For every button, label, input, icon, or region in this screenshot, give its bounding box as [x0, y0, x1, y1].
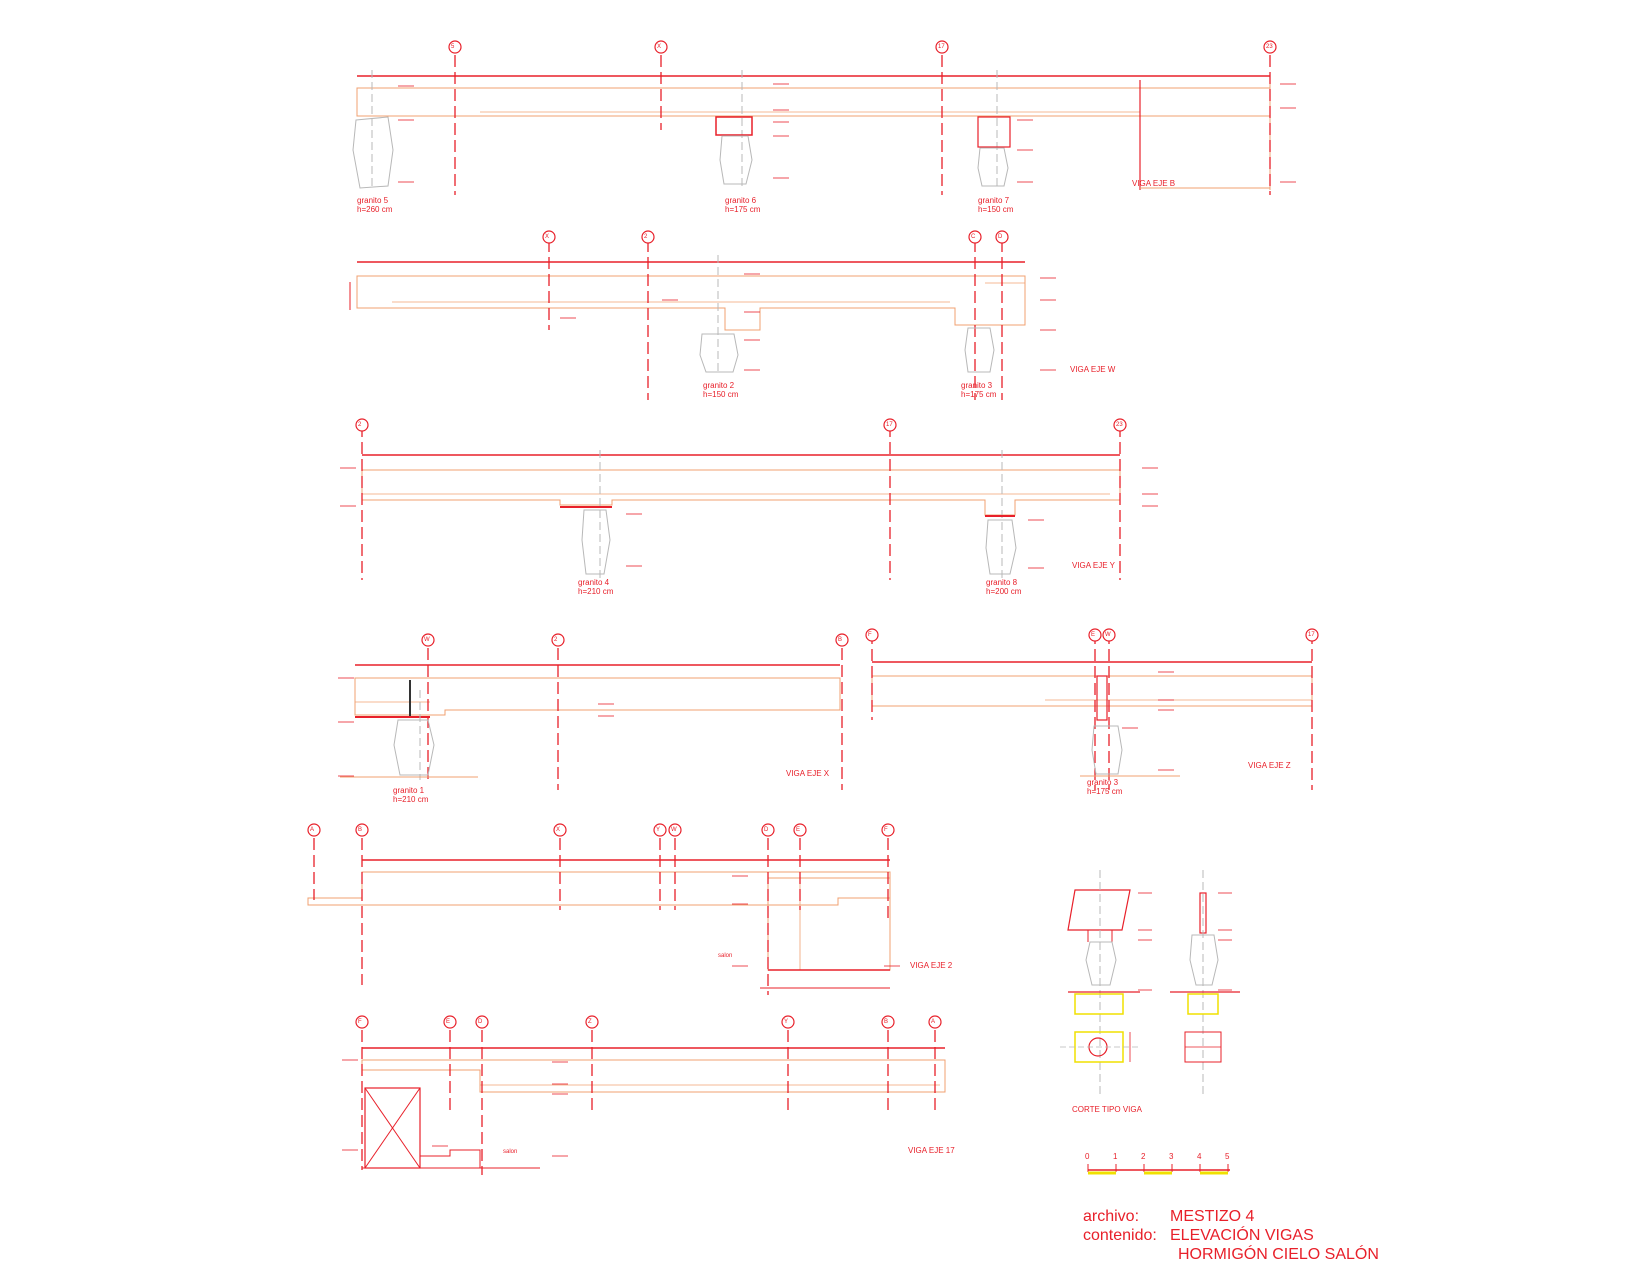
- beam-y-axis-2: 17: [886, 422, 893, 428]
- beam-2-axis-7: E: [796, 827, 801, 833]
- beam-2-axis-8: F: [884, 827, 888, 833]
- beam-17-note: salon: [503, 1149, 518, 1155]
- beam-z-axis-2: E: [1091, 632, 1096, 638]
- title-block-file-value: MESTIZO 4: [1170, 1208, 1255, 1225]
- beam-w-axis-3: C: [971, 234, 976, 240]
- beam-2-axis-3: X: [556, 827, 561, 833]
- beam-2-axis-5: W: [671, 827, 677, 833]
- beam-elevation-b: [352, 40, 1296, 195]
- beam-z-axis-3: W: [1105, 632, 1111, 638]
- beam-w-granite-2-height: h=175 cm: [961, 390, 997, 399]
- beam-2-note: salon: [718, 953, 733, 959]
- beam-y-axis-1: 2: [358, 422, 362, 428]
- beam-2-axis-6: D: [764, 827, 769, 833]
- section-title: CORTE TIPO VIGA: [1072, 1105, 1142, 1114]
- beam-2-axis-4: Y: [656, 827, 661, 833]
- title-block-content-line-1: ELEVACIÓN VIGAS: [1170, 1227, 1314, 1244]
- beam-z-granite-1-height: h=175 cm: [1087, 787, 1123, 796]
- beam-w-title: VIGA EJE W: [1070, 365, 1116, 374]
- beam-elevation-y: [340, 418, 1158, 580]
- scale-tick-0: 0: [1085, 1152, 1090, 1161]
- beam-17-axis-3: D: [478, 1019, 483, 1025]
- title-block-file-label: archivo:: [1083, 1208, 1140, 1225]
- beam-w-axis-4: D: [998, 234, 1003, 240]
- beam-y-granite-2-name: granito 8: [986, 578, 1018, 587]
- beam-b-axis-3: 17: [938, 44, 945, 50]
- beam-x-granite-1-name: granito 1: [393, 786, 425, 795]
- scale-tick-2: 2: [1141, 1152, 1146, 1161]
- beam-w-axis-1: X: [545, 234, 550, 240]
- beam-17-title: VIGA EJE 17: [908, 1146, 955, 1155]
- beam-b-granite-2-height: h=175 cm: [725, 205, 761, 214]
- beam-b-granite-2-name: granito 6: [725, 196, 757, 205]
- beam-x-axis-2: 2: [554, 637, 558, 643]
- beam-2-axis-2: B: [358, 827, 363, 833]
- scale-tick-1: 1: [1113, 1152, 1118, 1161]
- beam-b-axis-4: 23: [1266, 44, 1273, 50]
- beam-2-axis-1: A: [310, 827, 315, 833]
- beam-2-title: VIGA EJE 2: [910, 961, 953, 970]
- beam-y-axis-3: 23: [1116, 422, 1123, 428]
- beam-y-granite-2-height: h=200 cm: [986, 587, 1022, 596]
- beam-17-axis-1: F: [358, 1019, 362, 1025]
- beam-w-granite-2-name: granito 3: [961, 381, 993, 390]
- beam-z-title: VIGA EJE Z: [1248, 761, 1291, 770]
- beam-x-title: VIGA EJE X: [786, 769, 830, 778]
- beam-w-axis-2: 2: [644, 234, 648, 240]
- beam-17-axis-6: B: [884, 1019, 889, 1025]
- beam-z-axis-1: F: [868, 632, 872, 638]
- beam-b-granite-1-height: h=260 cm: [357, 205, 393, 214]
- beam-y-granite-1-name: granito 4: [578, 578, 610, 587]
- beam-b-axis-2: X: [657, 44, 662, 50]
- beam-y-granite-1-height: h=210 cm: [578, 587, 614, 596]
- beam-z-axis-4: 17: [1308, 632, 1315, 638]
- beam-b-granite-3-height: h=150 cm: [978, 205, 1014, 214]
- beam-b-granite-3-name: granito 7: [978, 196, 1010, 205]
- scale-tick-5: 5: [1225, 1152, 1230, 1161]
- title-block-content-label: contenido:: [1083, 1227, 1157, 1244]
- scale-tick-3: 3: [1169, 1152, 1174, 1161]
- title-block-content-line-2: HORMIGÓN CIELO SALÓN: [1178, 1246, 1379, 1263]
- beam-y-title: VIGA EJE Y: [1072, 561, 1115, 570]
- scale-tick-4: 4: [1197, 1152, 1202, 1161]
- beam-b-title: VIGA EJE B: [1132, 179, 1176, 188]
- beam-x-granite-1-height: h=210 cm: [393, 795, 429, 804]
- beam-z-granite-1-name: granito 3: [1087, 778, 1119, 787]
- typical-beam-section: [1060, 870, 1240, 1095]
- beam-elevation-w: [349, 230, 1056, 400]
- beam-b-granite-1-name: granito 5: [357, 196, 389, 205]
- beam-x-axis-1: W: [424, 637, 430, 643]
- beam-elevation-2: [307, 823, 900, 995]
- beam-17-axis-5: Y: [784, 1019, 789, 1025]
- beam-elevation-17: [342, 1015, 946, 1175]
- beam-17-axis-2: E: [446, 1019, 451, 1025]
- scale-bar: [1087, 1164, 1230, 1175]
- beam-w-granite-1-height: h=150 cm: [703, 390, 739, 399]
- beam-elevation-x: [338, 633, 849, 790]
- beam-elevation-z: [865, 628, 1319, 790]
- beam-17-axis-7: A: [931, 1019, 936, 1025]
- beam-x-axis-3: B: [838, 637, 843, 643]
- beam-17-axis-4: Z: [588, 1019, 592, 1025]
- beam-w-granite-1-name: granito 2: [703, 381, 735, 390]
- beam-b-axis-1: 5: [451, 44, 455, 50]
